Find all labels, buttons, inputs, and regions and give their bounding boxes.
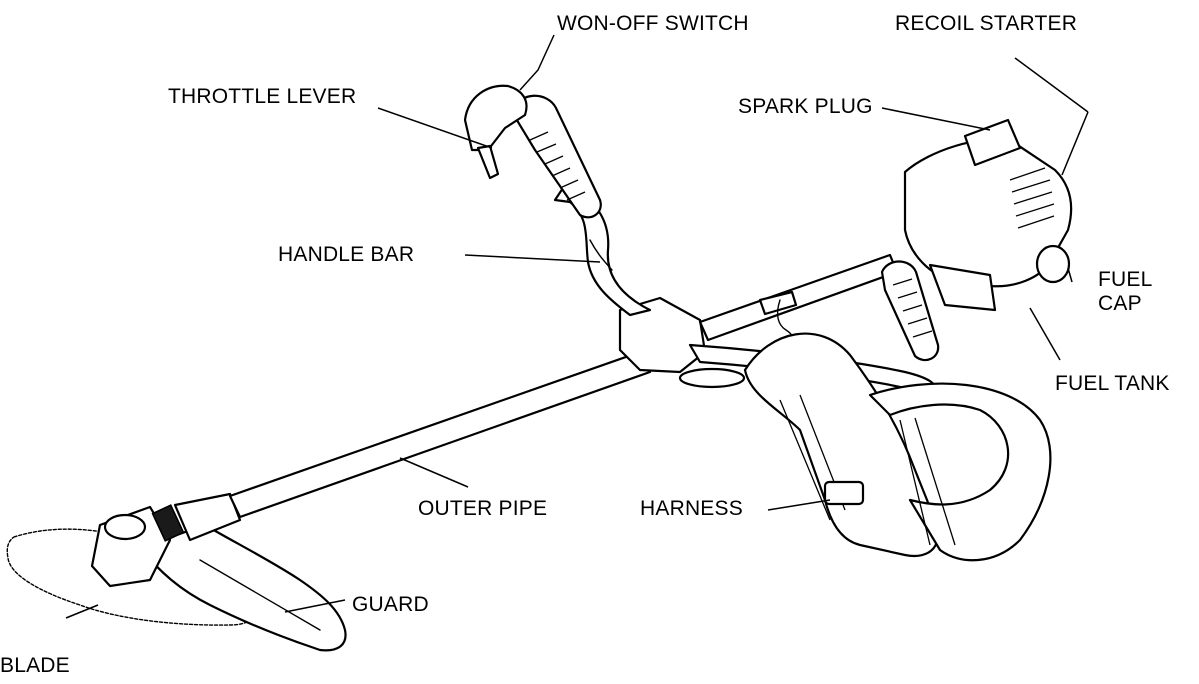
throttle-housing (465, 86, 526, 150)
label-recoil-starter: RECOIL STARTER (895, 12, 1077, 36)
harness-buckle (825, 482, 863, 504)
leader-recoil-starter-top (1015, 58, 1088, 112)
leader-spark-plug (882, 108, 990, 130)
label-outer-pipe: OUTER PIPE (418, 497, 547, 521)
leader-fuel-cap (1068, 268, 1072, 282)
guard (140, 525, 346, 650)
throttle-lever-part (478, 146, 498, 178)
label-guard: GUARD (352, 593, 429, 617)
label-blade: BLADE (0, 654, 70, 678)
label-handle-bar: HANDLE BAR (278, 243, 414, 267)
leader-blade (66, 605, 98, 618)
label-harness: HARNESS (640, 497, 743, 521)
label-fuel-cap-line1: FUEL (1098, 268, 1152, 292)
leader-fuel-tank (1030, 308, 1060, 360)
label-spark-plug: SPARK PLUG (738, 95, 873, 119)
right-grip (882, 262, 938, 361)
label-on-off-switch: WON-OFF SWITCH (557, 12, 749, 36)
fuel-cap-shape (1037, 246, 1069, 282)
label-fuel-cap-line2: CAP (1098, 292, 1152, 316)
label-throttle-lever: THROTTLE LEVER (168, 85, 356, 109)
gear-head-cap (105, 515, 145, 539)
handle-bar-left (555, 185, 650, 315)
harness (745, 334, 938, 556)
leader-recoil-starter (1062, 112, 1088, 175)
leader-on-off-switch (520, 35, 554, 90)
leader-outer-pipe (400, 458, 468, 487)
leader-handle-bar (465, 255, 600, 262)
outer-pipe (230, 352, 650, 517)
label-fuel-cap: FUEL CAP (1098, 268, 1152, 316)
leader-harness (768, 500, 830, 510)
handle-bar-top-pipe (700, 255, 897, 340)
clamp-ring (680, 369, 744, 387)
label-fuel-tank: FUEL TANK (1055, 372, 1170, 396)
